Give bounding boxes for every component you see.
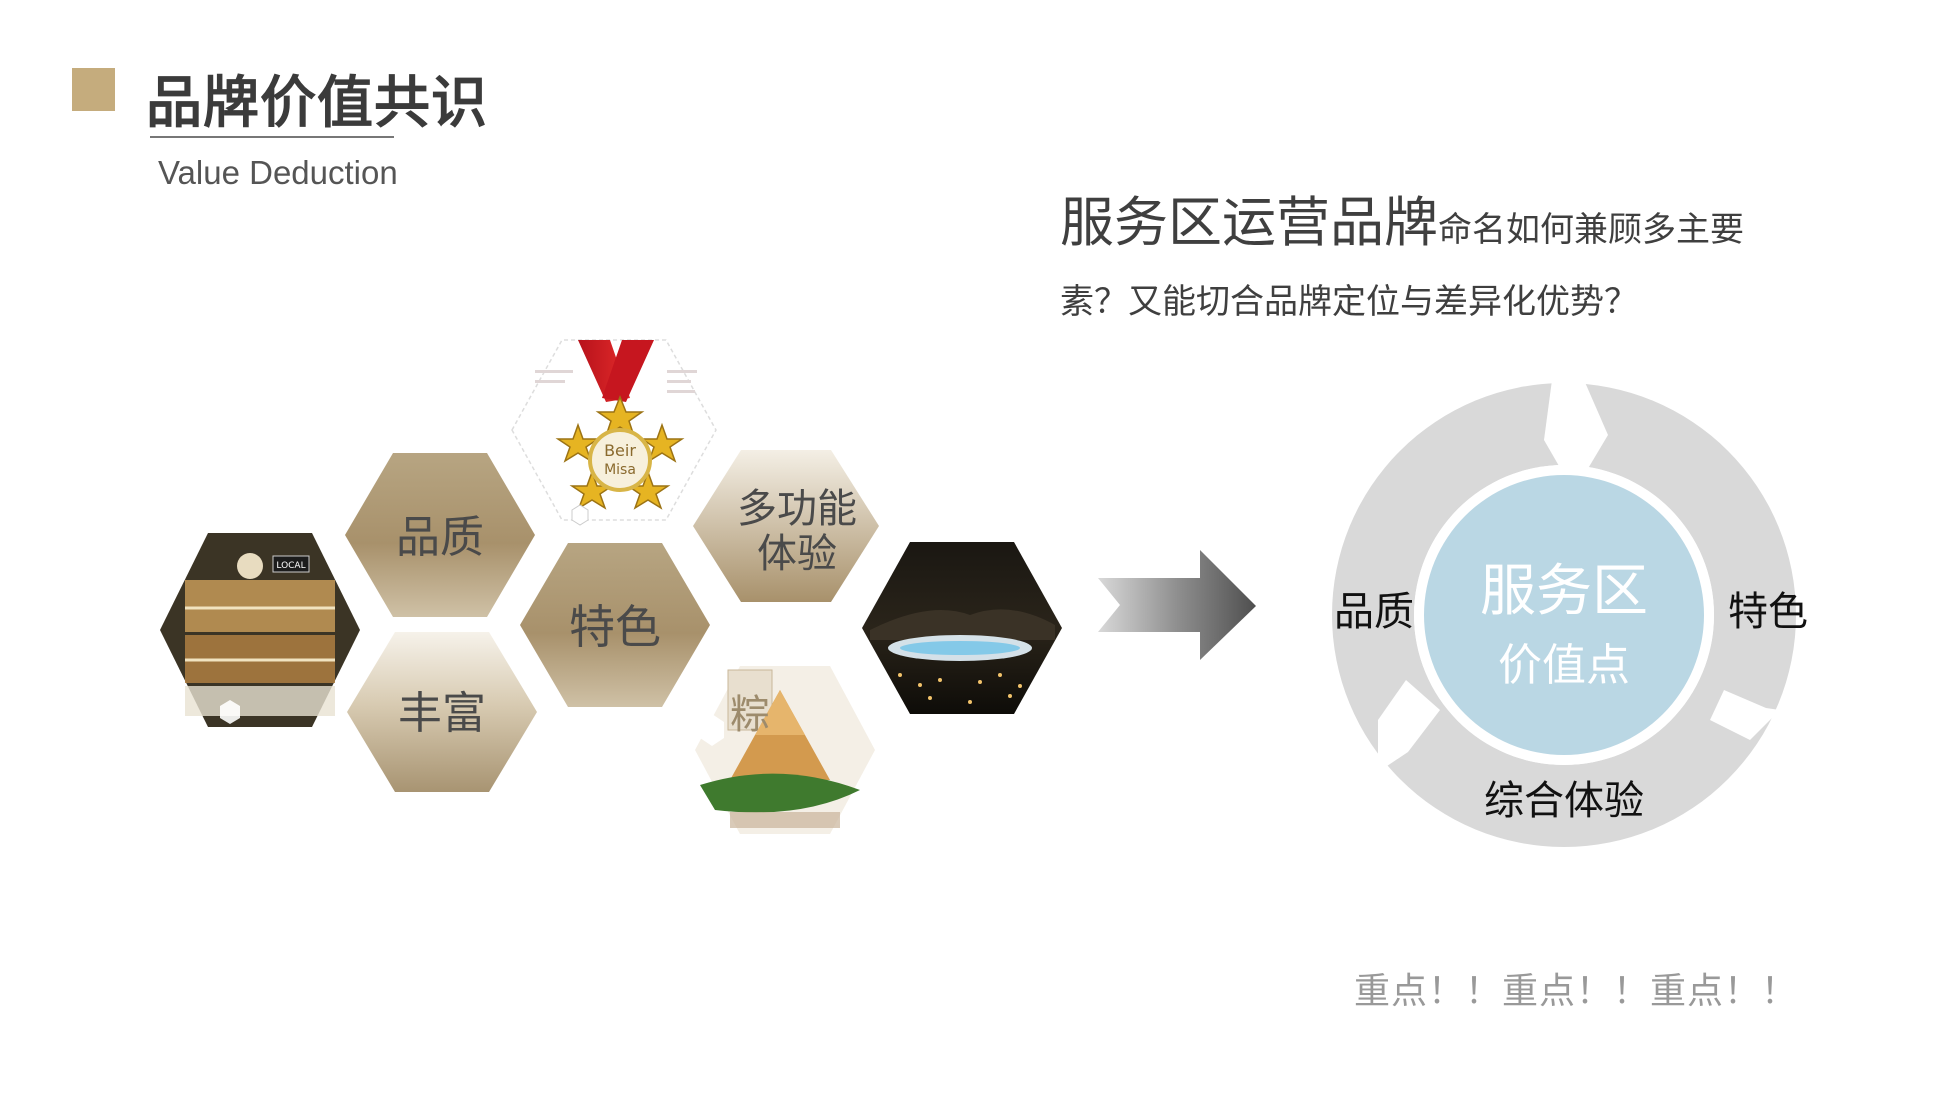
hex-quality: 品质	[345, 453, 535, 617]
store-sign-text: LOCAL	[276, 561, 305, 571]
ring-label-left: 品质	[1334, 589, 1414, 635]
hex-quality-label: 品质	[396, 512, 484, 563]
medal-text-1: Beir	[604, 441, 636, 460]
center-label-2: 价值点	[1498, 640, 1630, 691]
right-arrow-icon	[1098, 550, 1256, 660]
center-label-1: 服务区	[1480, 559, 1648, 624]
question-rest: 命名如何兼顾多主要	[1438, 210, 1744, 250]
emphasis-text: 重点！！重点！！重点！！	[1354, 971, 1799, 1012]
hex-feature-label: 特色	[569, 600, 661, 654]
title-divider	[150, 136, 394, 138]
page-subtitle: Value Deduction	[158, 154, 398, 191]
question-lead: 服务区运营品牌	[1060, 191, 1438, 254]
night-stadium-photo	[862, 542, 1062, 714]
center-circle	[1424, 475, 1704, 755]
question-text: 服务区运营品牌命名如何兼顾多主要 素？又能切合品牌定位与差异化优势？	[1060, 190, 1820, 341]
title-accent-square	[72, 68, 115, 111]
store-photo: LOCAL	[160, 533, 360, 727]
medal-text-2: Misa	[604, 462, 636, 478]
medal-photo: Beir Misa	[511, 339, 717, 526]
hex-multi-line2: 体验	[757, 531, 837, 577]
value-cycle-diagram: 服务区 价值点 品质 特色 综合体验	[1332, 380, 1808, 847]
ring-label-right: 特色	[1728, 589, 1808, 635]
zongzi-char: 粽	[730, 692, 770, 738]
hex-rich-label: 丰富	[398, 688, 486, 739]
question-line2: 素？又能切合品牌定位与差异化优势？	[1060, 282, 1638, 322]
hex-multifunction: 多功能 体验	[693, 450, 894, 602]
hex-feature: 特色	[520, 543, 710, 707]
zongzi-photo: 粽	[695, 666, 875, 834]
hexagon-cluster: LOCAL 品质 丰富 Beir Misa	[160, 339, 1062, 834]
hex-rich: 丰富	[347, 632, 537, 792]
hex-multi-line1: 多功能	[737, 486, 857, 532]
ring-label-bottom: 综合体验	[1484, 778, 1644, 824]
page-title: 品牌价值共识	[146, 71, 488, 136]
